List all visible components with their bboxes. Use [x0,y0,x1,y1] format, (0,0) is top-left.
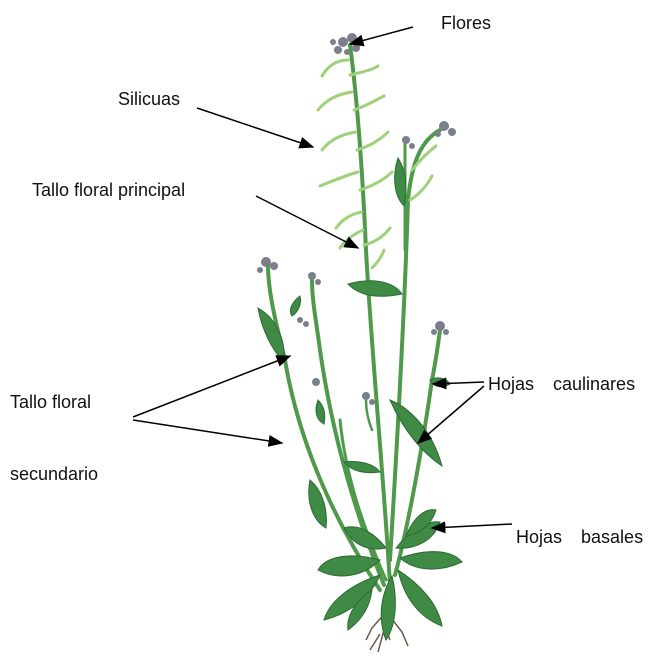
stems [268,45,440,590]
annotation-arrows [133,27,512,528]
label-hojas-basales: Hojas basales [516,528,643,546]
arrow-hojas-basales [432,524,512,528]
label-tallo-floral-secundario-line2: secundario [10,465,98,483]
flower-top [330,33,360,55]
label-tallo-floral-secundario-line1: Tallo floral [10,393,91,411]
flower-right [402,121,456,149]
arrow-tallo-secundario-1 [133,356,290,417]
label-tallo-floral-principal: Tallo floral principal [32,181,185,199]
label-silicuas: Silicuas [118,90,180,108]
label-hojas-caulinares: Hojas caulinares [488,375,635,393]
arrow-silicuas [197,108,313,147]
arrow-tallo-secundario-2 [133,420,282,443]
label-flores: Flores [441,14,491,32]
arrow-flores [350,27,413,44]
